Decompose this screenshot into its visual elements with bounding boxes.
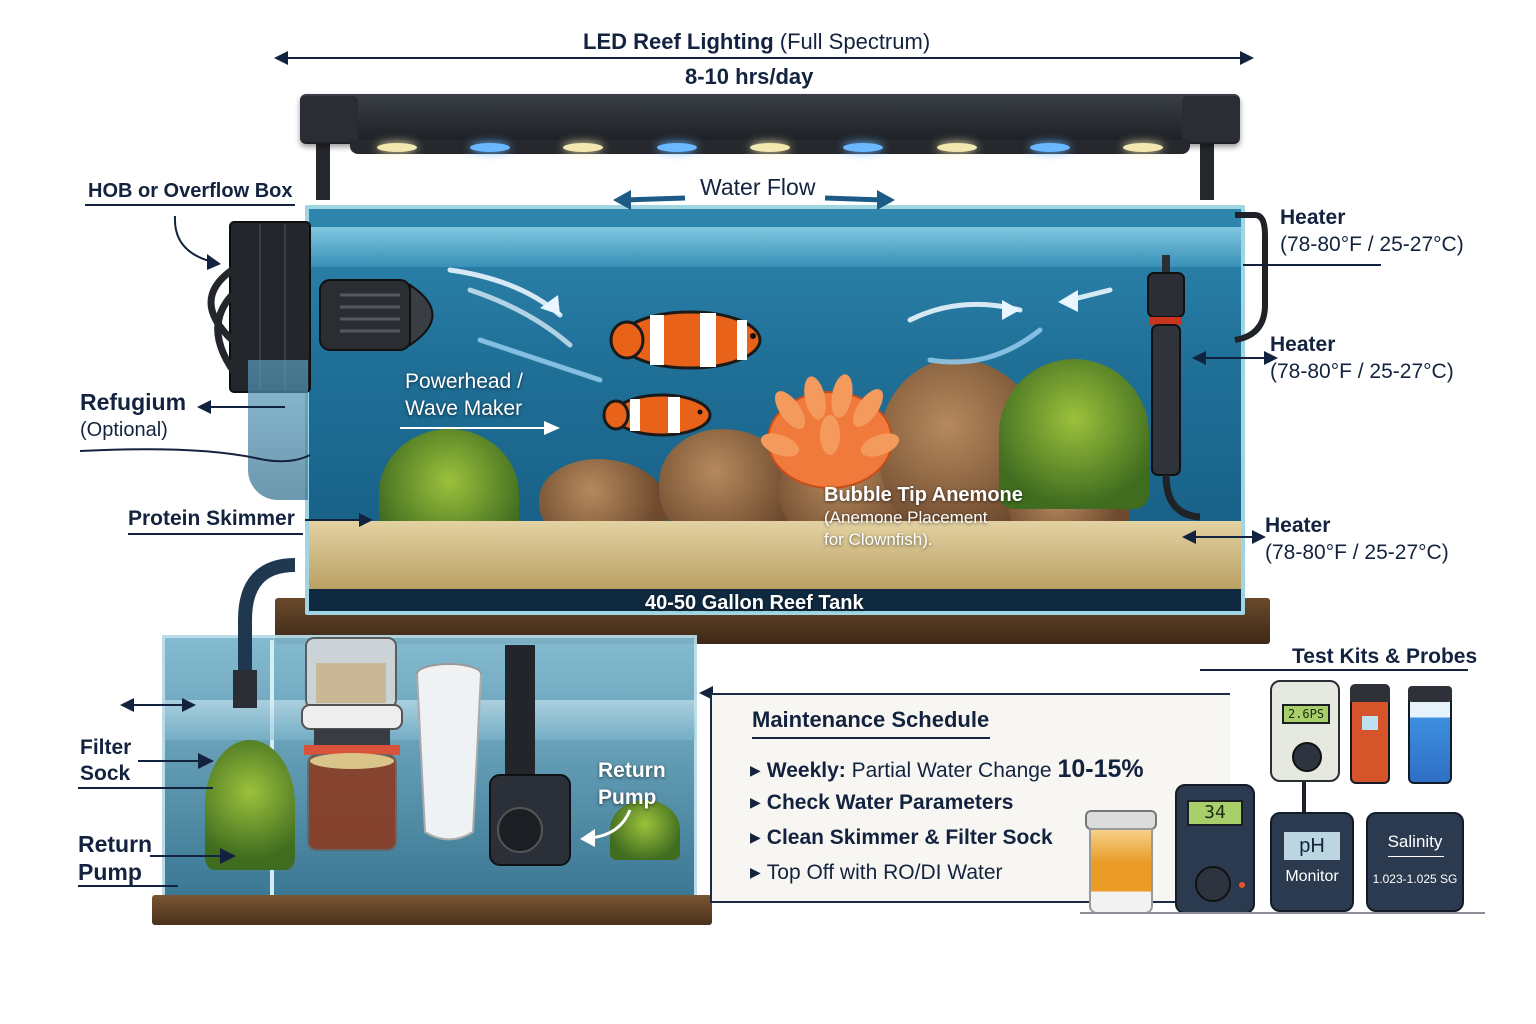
blue-reagent-bottle <box>1408 686 1452 784</box>
powerhead-pointer-arrow <box>400 421 560 435</box>
vial-window <box>1362 716 1378 730</box>
sump-level-arrow <box>120 698 196 712</box>
sand-bed <box>309 521 1241 591</box>
clownfish-large <box>609 310 762 370</box>
led-strip <box>350 140 1190 154</box>
water-flow-label: Water Flow <box>700 174 816 200</box>
salinity-label: Salinity <box>1387 832 1443 851</box>
heater-3-pointer-arrow <box>1182 530 1266 544</box>
tank-label: 40-50 Gallon Reef Tank <box>645 592 864 614</box>
bottle-cap <box>1408 686 1452 702</box>
maintenance-item: ▶Check Water Parameters <box>750 791 1014 814</box>
sump-macroalgae <box>610 800 680 860</box>
heater-1-leader-line <box>1243 264 1381 266</box>
return-pump-pointer-arrow <box>150 848 236 864</box>
vial-cap <box>1350 684 1390 702</box>
tank-base <box>309 589 1241 611</box>
protein-skimmer-underline <box>128 533 303 535</box>
hob-overflow-box <box>207 221 311 393</box>
maintenance-item: ▶Clean Skimmer & Filter Sock <box>750 826 1053 849</box>
supplement-jar <box>1085 810 1157 915</box>
ph-monitor: pH Monitor <box>1270 812 1354 912</box>
led-warm <box>749 142 790 152</box>
heater-cord <box>1234 212 1268 343</box>
digital-thermometer: 34 <box>1175 784 1255 914</box>
anemone-label: Bubble Tip Anemone (Anemone Placement fo… <box>824 484 1023 549</box>
light-endcap-left <box>300 96 358 142</box>
thermometer-knob <box>1195 866 1231 902</box>
return-pump-underline <box>78 885 178 887</box>
salinity-divider <box>1388 856 1444 857</box>
heater-2-pointer-arrow <box>1192 351 1278 365</box>
sump-stand <box>152 895 712 925</box>
return-pump <box>489 645 571 866</box>
refugium-label: Refugium (Optional) <box>80 389 187 441</box>
test-kits-underline <box>1200 669 1468 671</box>
heater-label-1: Heater (78-80°F / 25-27°C) <box>1280 206 1464 256</box>
lighting-title: LED Reef Lighting (Full Spectrum) <box>583 29 931 54</box>
refugium-chamber <box>248 360 308 500</box>
led-blue <box>843 142 884 152</box>
light-endcap-right <box>1182 96 1240 142</box>
heater-label-3: Heater (78-80°F / 25-27°C) <box>1265 514 1449 564</box>
led-warm <box>1123 142 1164 152</box>
refugium-underline <box>79 448 311 463</box>
meter-cable <box>1302 782 1306 814</box>
led-warm <box>936 142 977 152</box>
status-led <box>1239 882 1245 888</box>
ph-monitor-label: Monitor <box>1285 868 1339 885</box>
filter-sock-underline <box>78 787 213 789</box>
filter-sock-pointer-arrow <box>138 753 214 769</box>
led-warm <box>376 142 417 152</box>
light-leg-right <box>1200 140 1214 200</box>
flow-arrows <box>447 267 1113 383</box>
salinity-monitor: Salinity 1.023-1.025 SG <box>1366 812 1464 912</box>
led-warm <box>563 142 604 152</box>
water-surface <box>309 227 1241 267</box>
water-flow-arrow <box>613 190 895 210</box>
hob-underline <box>85 204 295 206</box>
salinity-range: 1.023-1.025 SG <box>1372 872 1458 886</box>
maintenance-item: ▶Top Off with RO/DI Water <box>750 861 1003 884</box>
maintenance-item: ▶Weekly: Partial Water Change 10-15% <box>750 755 1144 783</box>
led-light-fixture <box>300 94 1240 144</box>
hob-overflow-label: HOB or Overflow Box <box>88 180 293 202</box>
sump-return-pump-label: Return Pump <box>598 759 666 809</box>
lighting-duration: 8-10 hrs/day <box>685 64 814 89</box>
aquarium-heater <box>1147 255 1201 521</box>
powerhead-icon <box>319 279 434 351</box>
light-leg-left <box>316 140 330 200</box>
ph-label-box: pH <box>1284 832 1340 860</box>
meter-display: 2.6PS <box>1282 704 1330 724</box>
macroalgae-plant <box>999 359 1149 509</box>
lighting-span-arrow <box>274 51 1254 65</box>
hob-pointer-arrow <box>173 215 221 270</box>
clownfish-small <box>602 393 712 437</box>
filter-sock-label: Filter Sock <box>80 736 132 785</box>
maintenance-title: Maintenance Schedule <box>752 707 990 732</box>
return-pump-label: Return Pump <box>78 831 153 885</box>
powerhead-label: Powerhead / Wave Maker <box>405 370 523 420</box>
drain-hose <box>233 558 296 708</box>
shelf-line <box>1080 912 1485 914</box>
heater-label-2: Heater (78-80°F / 25-27°C) <box>1270 333 1454 383</box>
led-blue <box>1029 142 1070 152</box>
maintenance-pointer-arrow <box>699 686 713 700</box>
maintenance-title-underline <box>752 737 990 739</box>
digital-test-meter: 2.6PS <box>1270 680 1340 782</box>
protein-skimmer-pointer-arrow <box>305 513 373 527</box>
led-blue <box>656 142 697 152</box>
test-kits-title: Test Kits & Probes <box>1292 645 1478 668</box>
led-blue <box>469 142 510 152</box>
filter-sock <box>416 663 482 841</box>
thermometer-display: 34 <box>1187 800 1243 826</box>
protein-skimmer-label: Protein Skimmer <box>128 507 295 530</box>
refugium-pointer-arrow <box>197 400 285 414</box>
protein-skimmer <box>301 637 403 851</box>
meter-knob <box>1292 742 1322 772</box>
orange-test-vial <box>1350 684 1390 784</box>
maintenance-card: Maintenance Schedule ▶Weekly: Partial Wa… <box>710 693 1230 903</box>
bubble-tip-anemone <box>760 374 900 489</box>
sump-return-pump-arrow <box>580 809 632 847</box>
